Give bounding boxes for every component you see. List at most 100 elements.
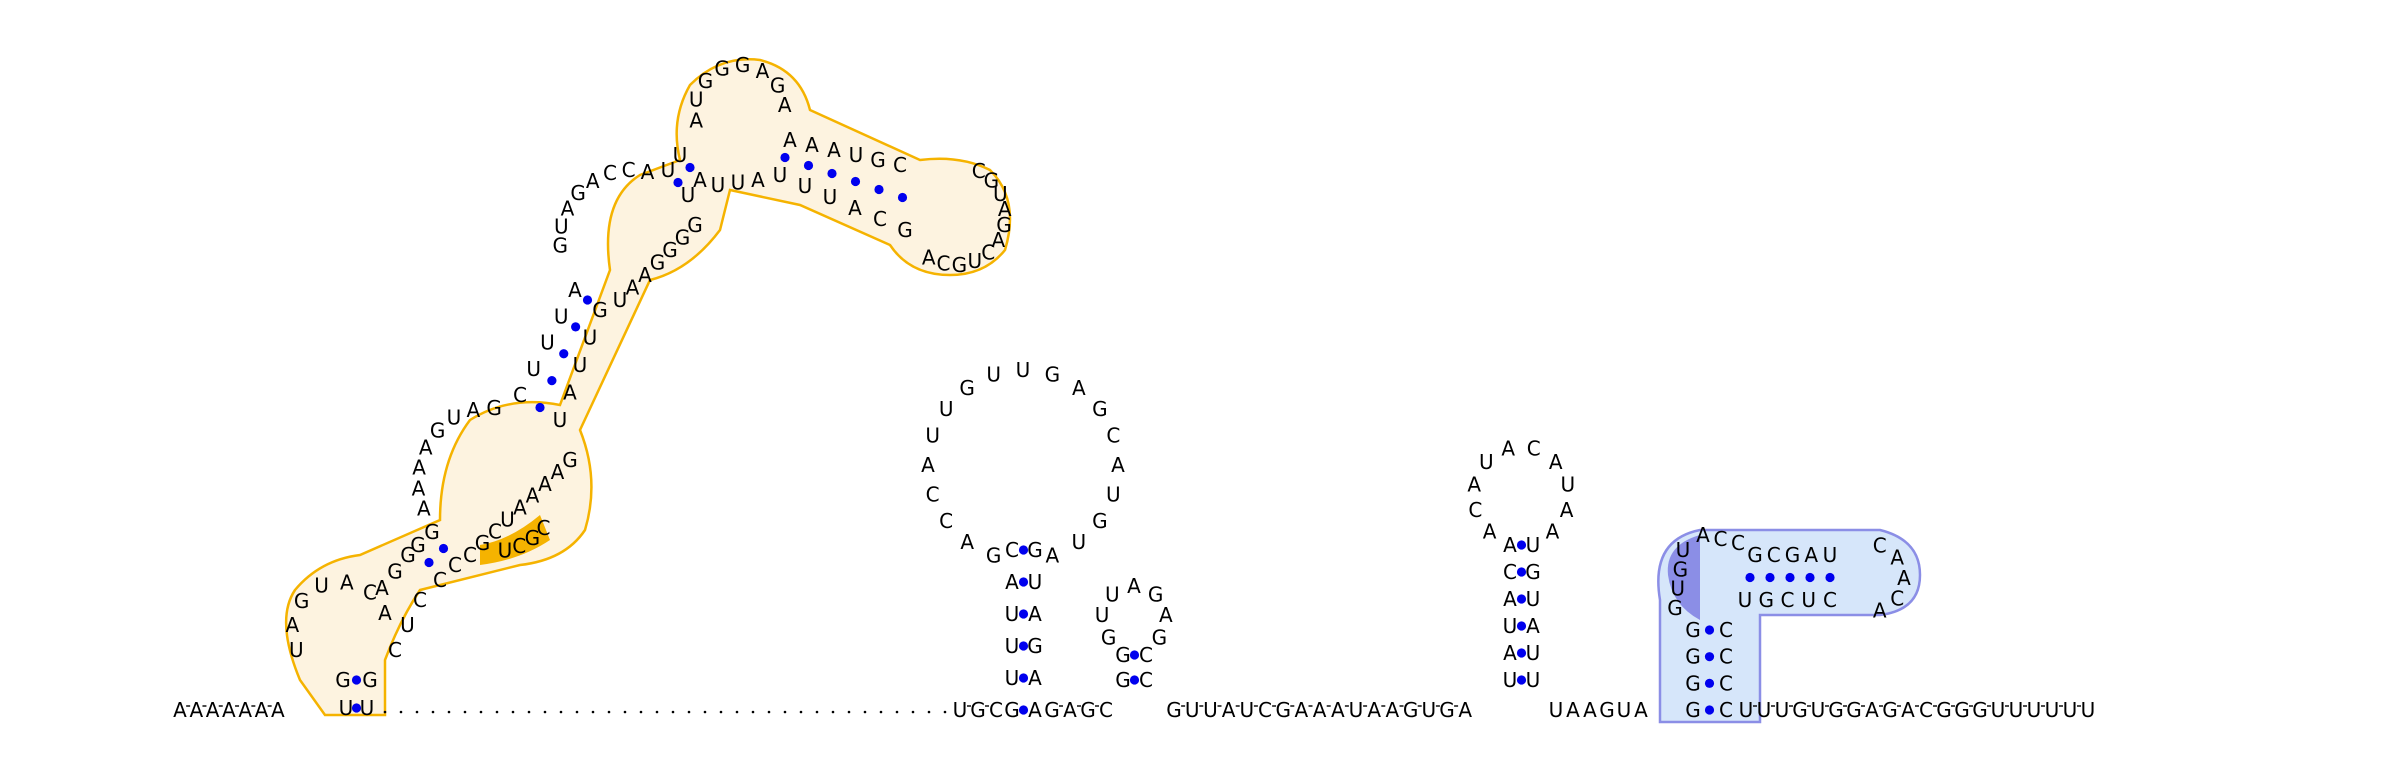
- hairpin-loop-base: A: [991, 228, 1005, 252]
- orange-highlight-region: [284, 58, 1012, 717]
- loop-base: A: [551, 460, 565, 484]
- three-prime-tail-base: U: [1991, 698, 2006, 722]
- stem-base: U: [1503, 668, 1518, 692]
- backbone-gap-dot: [895, 710, 899, 714]
- stem-base: U: [681, 183, 696, 207]
- base-pair-dot: [582, 295, 593, 305]
- linker-base: U: [1617, 698, 1632, 722]
- hairpin-loop-base: G: [959, 376, 975, 400]
- base-pair-dot: [1765, 572, 1775, 583]
- stem-base: U: [540, 331, 555, 355]
- stem-base: C: [513, 383, 527, 407]
- base-pair-dot: [1516, 594, 1527, 604]
- stem-base: G: [1004, 698, 1020, 722]
- hairpin-loop-base: U: [314, 574, 329, 598]
- three-prime-tail-base: G: [1828, 698, 1844, 722]
- stem-base: C: [1719, 671, 1733, 695]
- linker-base: G: [1275, 698, 1291, 722]
- linker-base: U: [1549, 698, 1564, 722]
- stem-base: G: [1027, 634, 1043, 658]
- base-pair-dot: [438, 543, 449, 554]
- hairpin-loop-base: G: [996, 213, 1012, 237]
- loop-base: A: [1696, 523, 1710, 547]
- hairpin-loop-base: A: [1546, 519, 1560, 543]
- base-pair-dot: [1516, 567, 1527, 577]
- five-prime-tail-base: A: [189, 698, 203, 722]
- hairpin-loop-base: C: [981, 240, 995, 264]
- hairpin-loop-base: A: [1549, 450, 1563, 474]
- hairpin-loop-base: A: [778, 93, 792, 117]
- purple-highlighted-base: G: [1667, 596, 1683, 620]
- hairpin-loop-base: G: [1101, 625, 1117, 649]
- backbone-gap-dot: [719, 710, 723, 714]
- backbone-gap-dot: [943, 710, 947, 714]
- loop-base: C: [1714, 527, 1728, 551]
- stem-base: U: [849, 143, 864, 167]
- linker-base: U: [1185, 698, 1200, 722]
- backbone-gap-dot: [735, 710, 739, 714]
- stem-base: G: [362, 668, 378, 692]
- loop-base: C: [463, 543, 477, 567]
- stem-base: G: [1685, 645, 1701, 669]
- stem-base: C: [873, 207, 887, 231]
- stem-base: C: [1767, 543, 1781, 567]
- backbone-gap-dot: [383, 710, 387, 714]
- stem-base: U: [673, 143, 688, 167]
- stem-base: U: [823, 185, 838, 209]
- stem-base: G: [1685, 698, 1701, 722]
- hairpin-loop-base: A: [689, 108, 703, 132]
- hairpin-loop-base: G: [1148, 582, 1164, 606]
- loop-base: C: [413, 588, 427, 612]
- base-pair-dot: [1805, 572, 1815, 583]
- backbone-gap-dot: [863, 710, 867, 714]
- stem-base: U: [1823, 543, 1838, 567]
- hairpin-loop-base: A: [1467, 472, 1481, 496]
- hairpin-loop-base: U: [939, 397, 954, 421]
- loop-base: A: [626, 276, 640, 300]
- base-pair-dot: [1704, 652, 1715, 662]
- base-pair-dot: [1704, 705, 1715, 715]
- loop-base: U: [400, 613, 415, 637]
- three-prime-tail-base: G: [1792, 698, 1808, 722]
- stem-base: G: [1685, 671, 1701, 695]
- backbone-gap-dot: [543, 710, 547, 714]
- hairpin-loop-base: C: [939, 509, 953, 533]
- loop-base: A: [513, 496, 527, 520]
- base-pair-dot: [897, 192, 908, 203]
- loop-base: A: [561, 197, 575, 221]
- stem-base: U: [1526, 641, 1541, 665]
- stem-base: G: [897, 218, 913, 242]
- stem-base: G: [1525, 560, 1541, 584]
- hairpin-loop-base: C: [1890, 586, 1904, 610]
- loop-base: C: [603, 161, 617, 185]
- linker-base: A: [1386, 698, 1400, 722]
- hairpin-loop-base: U: [986, 363, 1001, 387]
- loop-base: A: [412, 455, 426, 479]
- base-pair-dot: [1516, 675, 1527, 685]
- purple-highlighted-base: U: [1670, 577, 1685, 601]
- stem-base: C: [1719, 698, 1733, 722]
- three-prime-tail-base: U: [2027, 698, 2042, 722]
- downstream-base: C: [989, 698, 1003, 722]
- base-pair-dot: [1018, 577, 1029, 587]
- downstream-base: U: [953, 698, 968, 722]
- hairpin-loop-base: U: [289, 638, 304, 662]
- backbone-gap-dot: [911, 710, 915, 714]
- base-pair-dot: [1785, 572, 1795, 583]
- hairpin-loop-base: U: [993, 182, 1008, 206]
- backbone-gap-dot: [479, 710, 483, 714]
- loop-base: A: [526, 484, 540, 508]
- backbone-gap-dot: [815, 710, 819, 714]
- base-pair-dot: [850, 176, 861, 187]
- hairpin-loop-base: G: [1092, 509, 1108, 533]
- hairpin-loop-base: U: [1016, 358, 1031, 382]
- loop-base: A: [586, 169, 600, 193]
- base-pair-dot: [1018, 705, 1029, 715]
- stem-base: A: [1503, 533, 1517, 557]
- three-prime-tail-base: G: [1972, 698, 1988, 722]
- backbone-gap-dot: [687, 710, 691, 714]
- three-prime-tail-base: U: [2063, 698, 2078, 722]
- linker-base: A: [1566, 698, 1580, 722]
- orange-accent-region: [480, 515, 550, 565]
